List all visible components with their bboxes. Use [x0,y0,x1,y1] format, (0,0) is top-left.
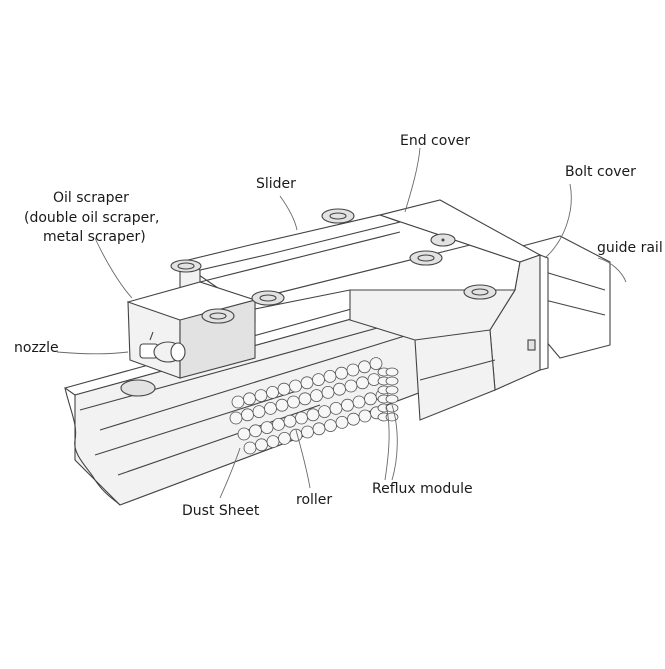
label-oil-scraper-detail-1: (double oil scraper, [24,210,159,226]
roller-ball [358,360,371,374]
roller-ball [347,412,360,426]
roller-ball [229,411,243,425]
label-end-cover: End cover [400,133,470,149]
roller-ball [346,363,360,377]
reflux-coil [385,367,399,377]
roller-ball [275,398,289,412]
roller-ball [254,389,268,403]
roller-ball [335,415,349,429]
roller-ball [341,398,354,412]
label-bolt-cover: Bolt cover [565,164,636,180]
roller-ball [243,392,256,406]
roller-ball [241,408,254,422]
roller-ball [358,409,372,423]
roller-ball [252,405,266,419]
roller-ball [364,392,377,406]
roller-ball [300,376,314,390]
roller-ball [264,401,277,415]
roller-ball [335,366,348,380]
roller-ball [329,401,343,415]
roller-ball [344,379,358,393]
roller-ball [369,357,383,371]
roller-ball [318,405,331,419]
roller-ball [277,382,291,396]
label-roller: roller [296,492,332,508]
roller-ball [289,379,302,393]
roller-ball [249,424,262,438]
roller-ball [278,431,291,445]
label-oil-scraper: Oil scraper [53,190,129,206]
roller-ball [352,395,366,409]
reflux-coil [385,376,399,386]
label-guide-rail: guide rail [597,240,663,256]
roller-ball [324,419,337,433]
roller-ball [266,385,279,399]
labels: End cover Slider Bolt cover Oil scraper … [14,133,663,519]
roller-ball [283,414,297,428]
label-nozzle: nozzle [14,340,59,356]
roller-ball [323,369,337,383]
leader-lines [56,147,627,499]
roller-ball [321,385,335,399]
roller-ball [231,395,245,409]
label-dust-sheet: Dust Sheet [182,503,260,519]
roller-ball [260,421,274,435]
roller-ball [255,438,268,452]
reflux-coil [385,385,399,395]
roller-ball [312,422,326,436]
roller-chain [229,357,399,455]
label-slider: Slider [256,176,296,192]
reflux-coil [385,403,399,413]
roller-ball [287,395,300,409]
roller-ball [237,427,251,441]
roller-ball [243,441,257,455]
roller-ball [298,392,312,406]
label-reflux-module: Reflux module [372,481,473,497]
roller-ball [356,376,369,390]
roller-ball [310,389,323,403]
reflux-coil [385,394,399,404]
roller-ball [266,435,280,449]
roller-ball [306,408,320,422]
roller-ball [301,425,314,439]
roller-ball [295,411,308,425]
roller-ball [272,417,285,431]
roller-ball [312,373,325,387]
nozzle [139,331,186,363]
label-oil-scraper-detail-2: metal scraper) [43,229,146,245]
slider-block [126,199,549,421]
roller-ball [333,382,346,396]
